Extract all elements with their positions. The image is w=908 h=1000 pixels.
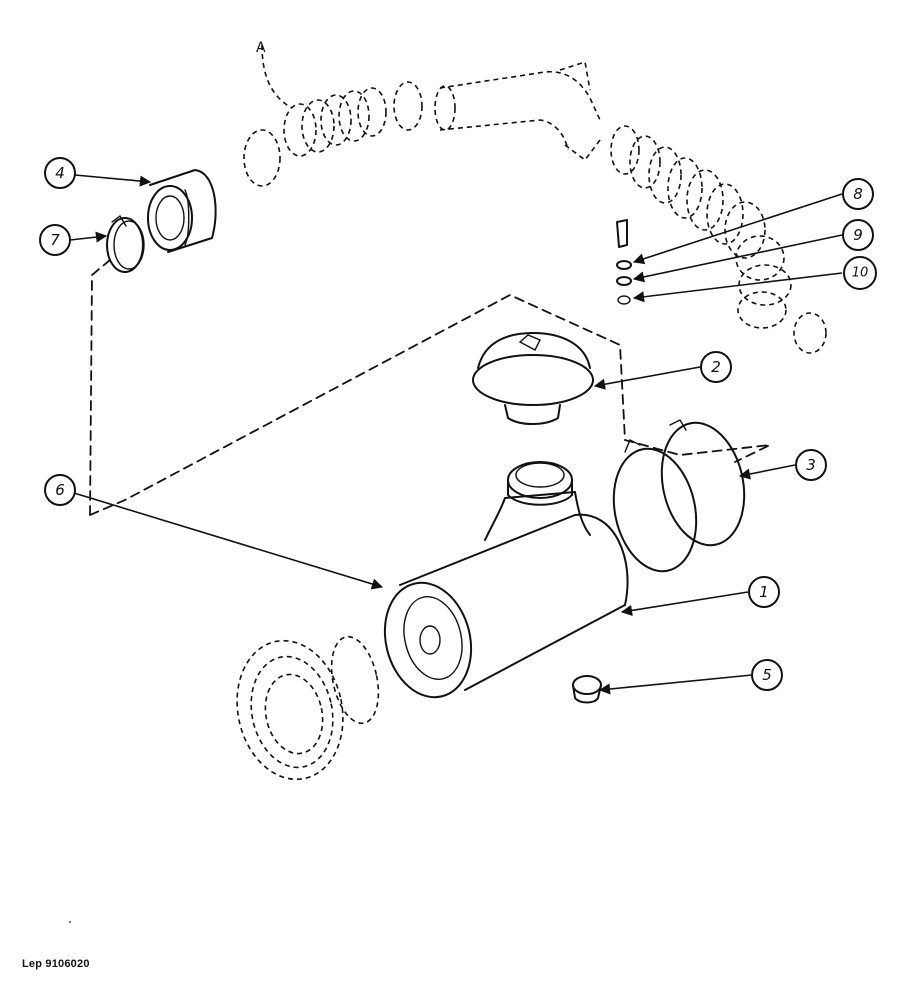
screw-washer-stack: [616, 219, 632, 305]
callout-6: 6: [44, 474, 76, 506]
callout-1: 1: [748, 576, 780, 608]
callout-3: 3: [795, 449, 827, 481]
drawing-reference-label: Lep 9106020: [22, 958, 90, 970]
callout-label: 4: [55, 164, 65, 182]
callout-label: 9: [853, 226, 863, 244]
hose-clamp-part: [106, 214, 145, 273]
callout-10: 10: [843, 256, 877, 290]
assembly-outline-dashed: [89, 259, 771, 516]
cover-cap-part: [472, 332, 594, 425]
callout-2: 2: [700, 351, 732, 383]
callout-label: 2: [711, 358, 721, 376]
end-pieces-dashed: [236, 635, 380, 781]
callout-label: 1: [759, 583, 769, 601]
callout-label: 7: [50, 231, 60, 249]
stray-dot: [69, 921, 71, 923]
intake-hose-dashed: A: [243, 40, 827, 354]
callout-label: 6: [55, 481, 65, 499]
callout-5: 5: [751, 659, 783, 691]
callout-label: 10: [852, 266, 869, 281]
filter-housing-part: [383, 461, 629, 699]
plug-part: [572, 675, 602, 704]
hose-marker-label: A: [256, 40, 266, 56]
callout-7: 7: [39, 224, 71, 256]
callout-label: 8: [853, 185, 863, 203]
leader-lines: [69, 174, 843, 695]
callout-9: 9: [842, 219, 874, 251]
hose-adapter-part: [147, 169, 217, 253]
callout-8: 8: [842, 178, 874, 210]
callout-label: 5: [762, 666, 772, 684]
callout-label: 3: [806, 456, 816, 474]
callout-4: 4: [44, 157, 76, 189]
